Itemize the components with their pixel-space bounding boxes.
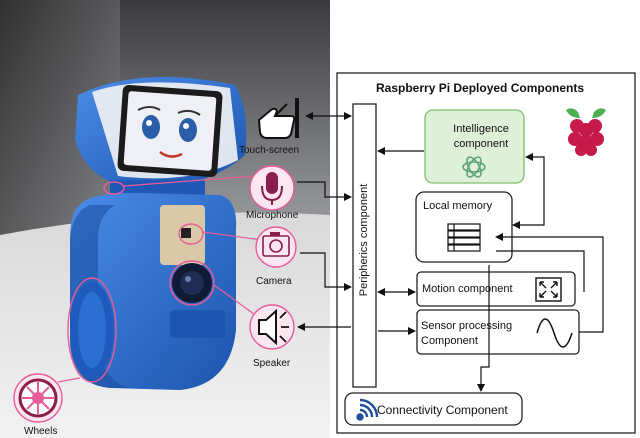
intelligence-label-line2: component xyxy=(453,138,509,150)
sensor-label: Sensor processing Component xyxy=(421,319,512,349)
raspberry-pi-icon xyxy=(566,108,606,156)
memory-table-icon xyxy=(447,223,481,252)
camera-label: Camera xyxy=(256,276,292,287)
speaker-icon xyxy=(249,304,295,350)
arrows xyxy=(297,112,604,392)
wifi-icon xyxy=(356,398,379,421)
local-memory-label: Local memory xyxy=(423,200,493,212)
peripherics-box xyxy=(352,103,377,388)
camera-icon xyxy=(255,226,297,268)
intelligence-label: Intelligence component xyxy=(437,122,525,152)
intelligence-box xyxy=(424,109,525,184)
wheels-label: Wheels xyxy=(24,426,58,437)
connectivity-label: Connectivity Component xyxy=(377,403,508,417)
intelligence-label-line1: Intelligence xyxy=(453,123,509,135)
sine-wave-icon xyxy=(536,318,573,348)
diagram-title: Raspberry Pi Deployed Components xyxy=(376,81,585,95)
diagram-frame xyxy=(336,72,636,434)
hand-touch-icon xyxy=(257,98,299,139)
microphone-icon xyxy=(249,165,295,211)
wheel-icon xyxy=(13,373,63,423)
motion-label: Motion component xyxy=(422,283,513,295)
sensor-label-line1: Sensor processing xyxy=(421,320,513,332)
touch-screen-label: Touch-screen xyxy=(239,145,300,156)
peripherics-label: Peripherics component xyxy=(358,183,370,297)
sensor-label-line2: Component xyxy=(421,335,478,347)
robot-photo xyxy=(0,0,330,438)
microphone-label: Microphone xyxy=(246,210,299,221)
expand-arrows-icon xyxy=(535,277,562,302)
speaker-label: Speaker xyxy=(253,358,291,369)
openai-icon xyxy=(462,156,486,178)
connectivity-box xyxy=(344,392,523,426)
